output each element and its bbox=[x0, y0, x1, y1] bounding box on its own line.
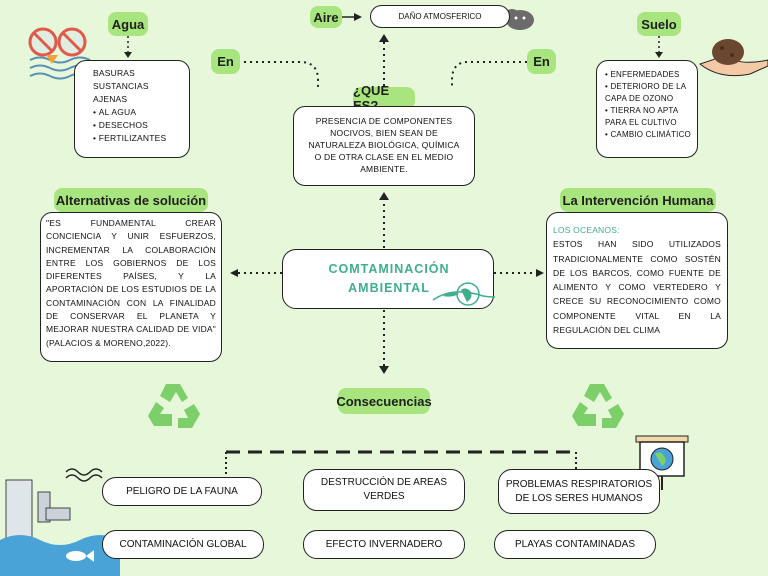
consecuencia-efecto-invernadero: EFECTO INVERNADERO bbox=[303, 530, 465, 559]
earth-leaf-icon bbox=[432, 282, 495, 306]
suelo-box: • ENFERMEDADES • DETERIORO DE LA CAPA DE… bbox=[596, 60, 698, 158]
globe-sign-icon bbox=[635, 435, 689, 490]
consecuencia-problemas-respiratorios: PROBLEMAS RESPIRATORIOS DE LOS SERES HUM… bbox=[498, 469, 660, 514]
center-box: COMTAMINACIÓN AMBIENTAL bbox=[282, 249, 495, 309]
consecuencias-label: Consecuencias bbox=[336, 388, 432, 414]
center-title-line2: AMBIENTAL bbox=[348, 281, 430, 295]
que-es-box: PRESENCIA DE COMPONENTES NOCIVOS, BIEN S… bbox=[293, 106, 475, 186]
aire-label: Aire bbox=[310, 6, 342, 28]
consecuencia-playas-contaminadas: PLAYAS CONTAMINADAS bbox=[494, 530, 656, 559]
suelo-item: • TIERRA NO APTA PARA EL CULTIVO bbox=[605, 106, 678, 127]
consecuencia-peligro-fauna: PELIGRO DE LA FAUNA bbox=[102, 477, 262, 506]
intervencion-box: LOS OCEANOS: ESTOS HAN SIDO UTILIZADOS T… bbox=[546, 212, 728, 349]
agua-item: • FERTILIZANTES bbox=[93, 133, 167, 143]
intervencion-subtitle: LOS OCEANOS: bbox=[553, 225, 620, 235]
recycle-icon-right bbox=[572, 384, 624, 428]
connector-en-left bbox=[244, 61, 319, 88]
agua-box: BASURAS SUSTANCIAS AJENAS • AL AGUA • DE… bbox=[74, 60, 190, 158]
hand-soil-icon bbox=[698, 39, 768, 77]
suelo-item: • CAMBIO CLIMÁTICO bbox=[605, 130, 691, 139]
agua-item: • DESECHOS bbox=[93, 120, 149, 130]
consecuencia-contaminacion-global: CONTAMINACIÓN GLOBAL bbox=[102, 530, 264, 559]
agua-item: SUSTANCIAS AJENAS bbox=[93, 81, 149, 104]
intervencion-text: ESTOS HAN SIDO UTILIZADOS TRADICIONALMEN… bbox=[553, 239, 721, 336]
en-right-label: En bbox=[527, 49, 556, 74]
alternativas-label: Alternativas de solución bbox=[54, 188, 208, 212]
agua-item: BASURAS bbox=[93, 68, 136, 78]
intervencion-label: La Intervención Humana bbox=[560, 188, 716, 212]
polluted-water-icon bbox=[0, 468, 120, 576]
en-left-label: En bbox=[211, 49, 240, 74]
center-title-line1: COMTAMINACIÓN bbox=[328, 262, 450, 276]
alternativas-box: "ES FUNDAMENTAL CREAR CONCIENCIA Y UNIR … bbox=[40, 212, 222, 362]
agua-label: Agua bbox=[108, 12, 148, 36]
consecuencia-destruccion-areas: DESTRUCCIÓN DE AREAS VERDES bbox=[303, 469, 465, 511]
suelo-item: • ENFERMEDADES bbox=[605, 70, 680, 79]
suelo-item: • DETERIORO DE LA CAPA DE OZONO bbox=[605, 82, 686, 103]
suelo-label: Suelo bbox=[637, 12, 681, 36]
recycle-icon-left bbox=[148, 384, 200, 428]
aire-box: DAÑO ATMOSFERICO bbox=[370, 5, 510, 28]
connector-en-right bbox=[451, 61, 527, 88]
agua-item: • AL AGUA bbox=[93, 107, 137, 117]
